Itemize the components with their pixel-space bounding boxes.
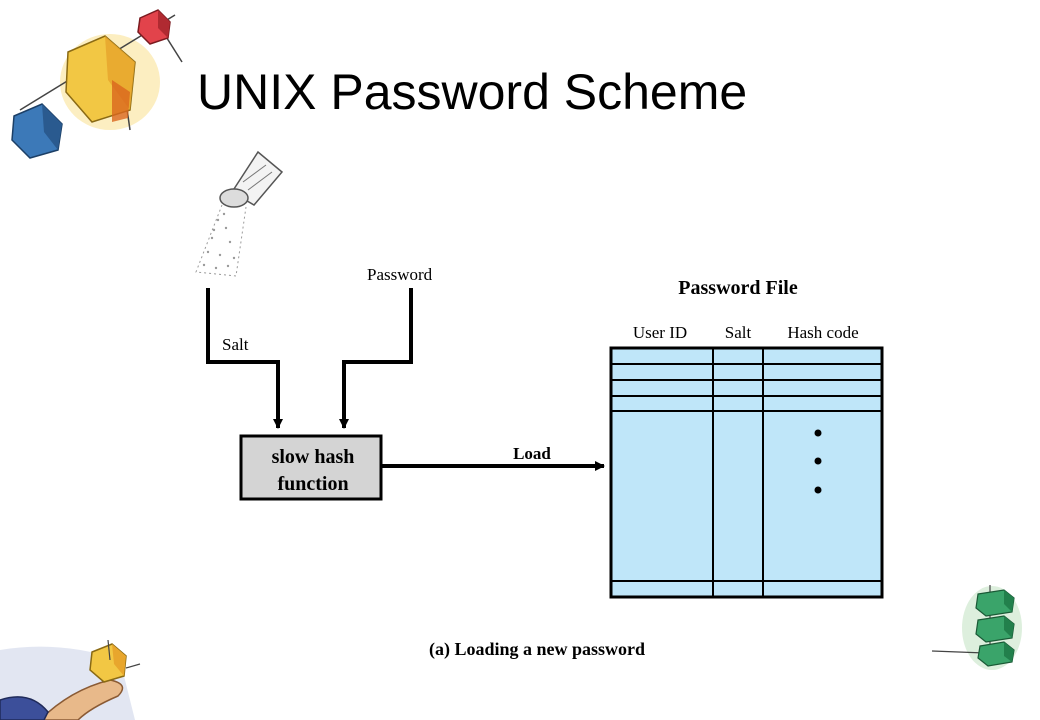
load-label: Load bbox=[513, 444, 551, 463]
slide-title: UNIX Password Scheme bbox=[197, 64, 748, 120]
ellipsis-dot bbox=[814, 486, 822, 494]
cubes-decoration-icon bbox=[11, 9, 183, 159]
salt-label: Salt bbox=[222, 335, 249, 354]
salt-arrow bbox=[206, 288, 283, 429]
hash-box-line2: function bbox=[277, 473, 348, 495]
password-label: Password bbox=[367, 265, 433, 284]
password-arrow bbox=[339, 288, 413, 429]
hash-function-box bbox=[239, 434, 383, 501]
password-file-table bbox=[609, 346, 884, 599]
salt-shaker-icon bbox=[195, 150, 284, 277]
column-header-user-id: User ID bbox=[633, 323, 687, 342]
hand-cube-icon bbox=[0, 639, 141, 720]
hash-box-line1: slow hash bbox=[272, 446, 355, 468]
password-file-title: Password File bbox=[678, 277, 798, 299]
ellipsis-dot bbox=[814, 457, 822, 465]
column-header-hash-code: Hash code bbox=[787, 323, 858, 342]
figure-caption: (a) Loading a new password bbox=[429, 639, 645, 660]
column-header-salt: Salt bbox=[725, 323, 752, 342]
ellipsis-dot bbox=[814, 429, 822, 437]
stacked-cubes-icon bbox=[931, 585, 1022, 670]
